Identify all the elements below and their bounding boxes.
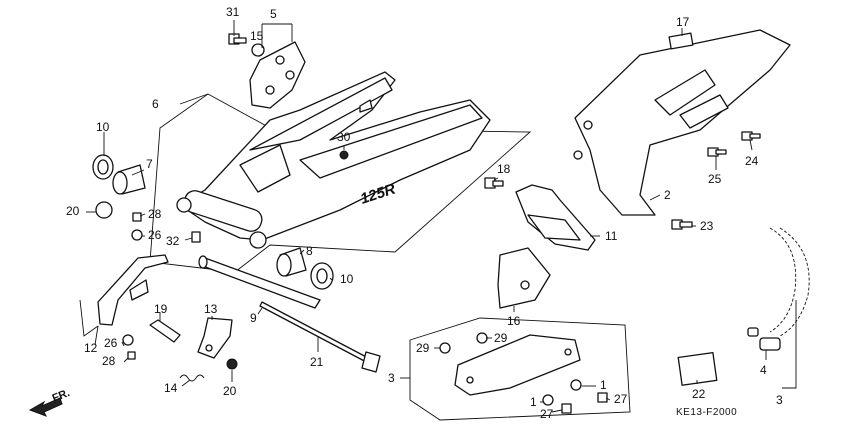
callout-30: 30 xyxy=(337,130,351,144)
washer-26-upper xyxy=(131,229,143,241)
callout-27-left: 27 xyxy=(540,407,554,421)
callout-28-lower: 28 xyxy=(102,354,116,368)
bolt-20-center xyxy=(707,147,727,157)
callout-29-right: 29 xyxy=(494,331,508,345)
spring-14 xyxy=(179,374,205,382)
callout-8-upper: 7 xyxy=(146,157,153,171)
collar-30 xyxy=(339,150,349,160)
bushing-10-lower xyxy=(310,262,334,290)
callout-16: 16 xyxy=(507,314,521,328)
collar-1-left xyxy=(542,394,554,406)
leader-lines xyxy=(79,20,797,413)
callout-4: 3 xyxy=(776,393,783,407)
callout-1-left: 1 xyxy=(530,395,537,409)
grommet-29-right xyxy=(476,332,488,344)
callout-15: 15 xyxy=(250,29,264,43)
callout-1-right: 1 xyxy=(600,378,607,392)
callout-6: 5 xyxy=(270,7,277,21)
callout-18: 22 xyxy=(692,387,706,401)
callout-29-left: 29 xyxy=(416,341,430,355)
callout-5: 4 xyxy=(760,363,767,377)
screw-28-lower xyxy=(127,351,136,360)
cover-group-outline xyxy=(409,317,631,421)
callout-17: 17 xyxy=(676,15,690,29)
callout-11: 11 xyxy=(605,229,618,243)
callout-10-upper: 10 xyxy=(96,120,110,134)
washer-26-lower xyxy=(122,334,134,346)
diagram-code: KE13-F2000 xyxy=(676,407,737,418)
nut-25 xyxy=(226,358,238,370)
callout-26-lower: 26 xyxy=(104,336,118,350)
callout-13: 13 xyxy=(204,302,218,316)
bolt-20-right xyxy=(741,131,761,141)
swingarm: 125R xyxy=(176,71,491,249)
bolt-23 xyxy=(484,177,504,189)
label-18 xyxy=(677,351,718,386)
callout-21: 21 xyxy=(310,355,324,369)
callout-3: 3 xyxy=(388,371,395,385)
callout-28-upper: 28 xyxy=(148,207,162,221)
pivot-collar-9 xyxy=(198,255,321,309)
callout-7: 6 xyxy=(152,97,159,111)
collar-1-right xyxy=(570,379,582,391)
callout-20-right: 24 xyxy=(745,154,759,168)
front-label: FR. xyxy=(51,387,72,405)
bracket-16 xyxy=(497,247,551,309)
callout-8-lower: 8 xyxy=(306,244,313,258)
screw-28-upper xyxy=(132,212,142,222)
nut-24 xyxy=(95,201,113,219)
bushing-10-upper xyxy=(92,154,114,180)
callout-31: 31 xyxy=(226,5,240,19)
callout-19: 23 xyxy=(700,219,714,233)
callout-24: 20 xyxy=(66,204,80,218)
chain-slider-12 xyxy=(97,254,169,326)
cover-3 xyxy=(454,334,581,396)
guard-11 xyxy=(515,184,596,251)
bolt-19 xyxy=(671,219,693,230)
bolt-27-left xyxy=(561,403,572,414)
bolt-31 xyxy=(228,33,247,45)
grease-fitting-32 xyxy=(191,231,201,243)
collar-8-lower xyxy=(276,247,307,277)
callout-20-center: 25 xyxy=(708,172,722,186)
bolt-22 xyxy=(149,319,181,343)
callout-25: 20 xyxy=(223,384,237,398)
callout-12: 12 xyxy=(84,341,98,355)
grommet-29-left xyxy=(439,342,451,354)
chain-joint-5 xyxy=(747,327,781,351)
drive-chain-4 xyxy=(769,227,810,337)
callout-9: 9 xyxy=(250,311,257,325)
lever-13 xyxy=(197,317,233,359)
callout-26-upper: 26 xyxy=(148,228,162,242)
label-17 xyxy=(668,32,694,50)
callout-32: 32 xyxy=(166,234,180,248)
callout-10-lower: 10 xyxy=(340,272,354,286)
washer-15 xyxy=(251,43,265,57)
chain-guide-plate xyxy=(249,41,306,109)
callout-22: 19 xyxy=(154,302,168,316)
callout-labels: 31 5 15 6 10 7 20 28 26 32 8 10 9 21 12 … xyxy=(66,5,783,421)
callout-23: 18 xyxy=(497,162,511,176)
chain-cover-2 xyxy=(573,29,791,216)
front-direction-arrow: FR. xyxy=(28,387,72,417)
callout-2: 2 xyxy=(664,188,671,202)
collar-8-upper xyxy=(112,164,146,195)
callout-14: 14 xyxy=(164,381,178,395)
callout-27-right: 27 xyxy=(614,392,628,406)
bolt-27-right xyxy=(597,392,608,403)
pivot-bolt-21 xyxy=(259,301,381,373)
